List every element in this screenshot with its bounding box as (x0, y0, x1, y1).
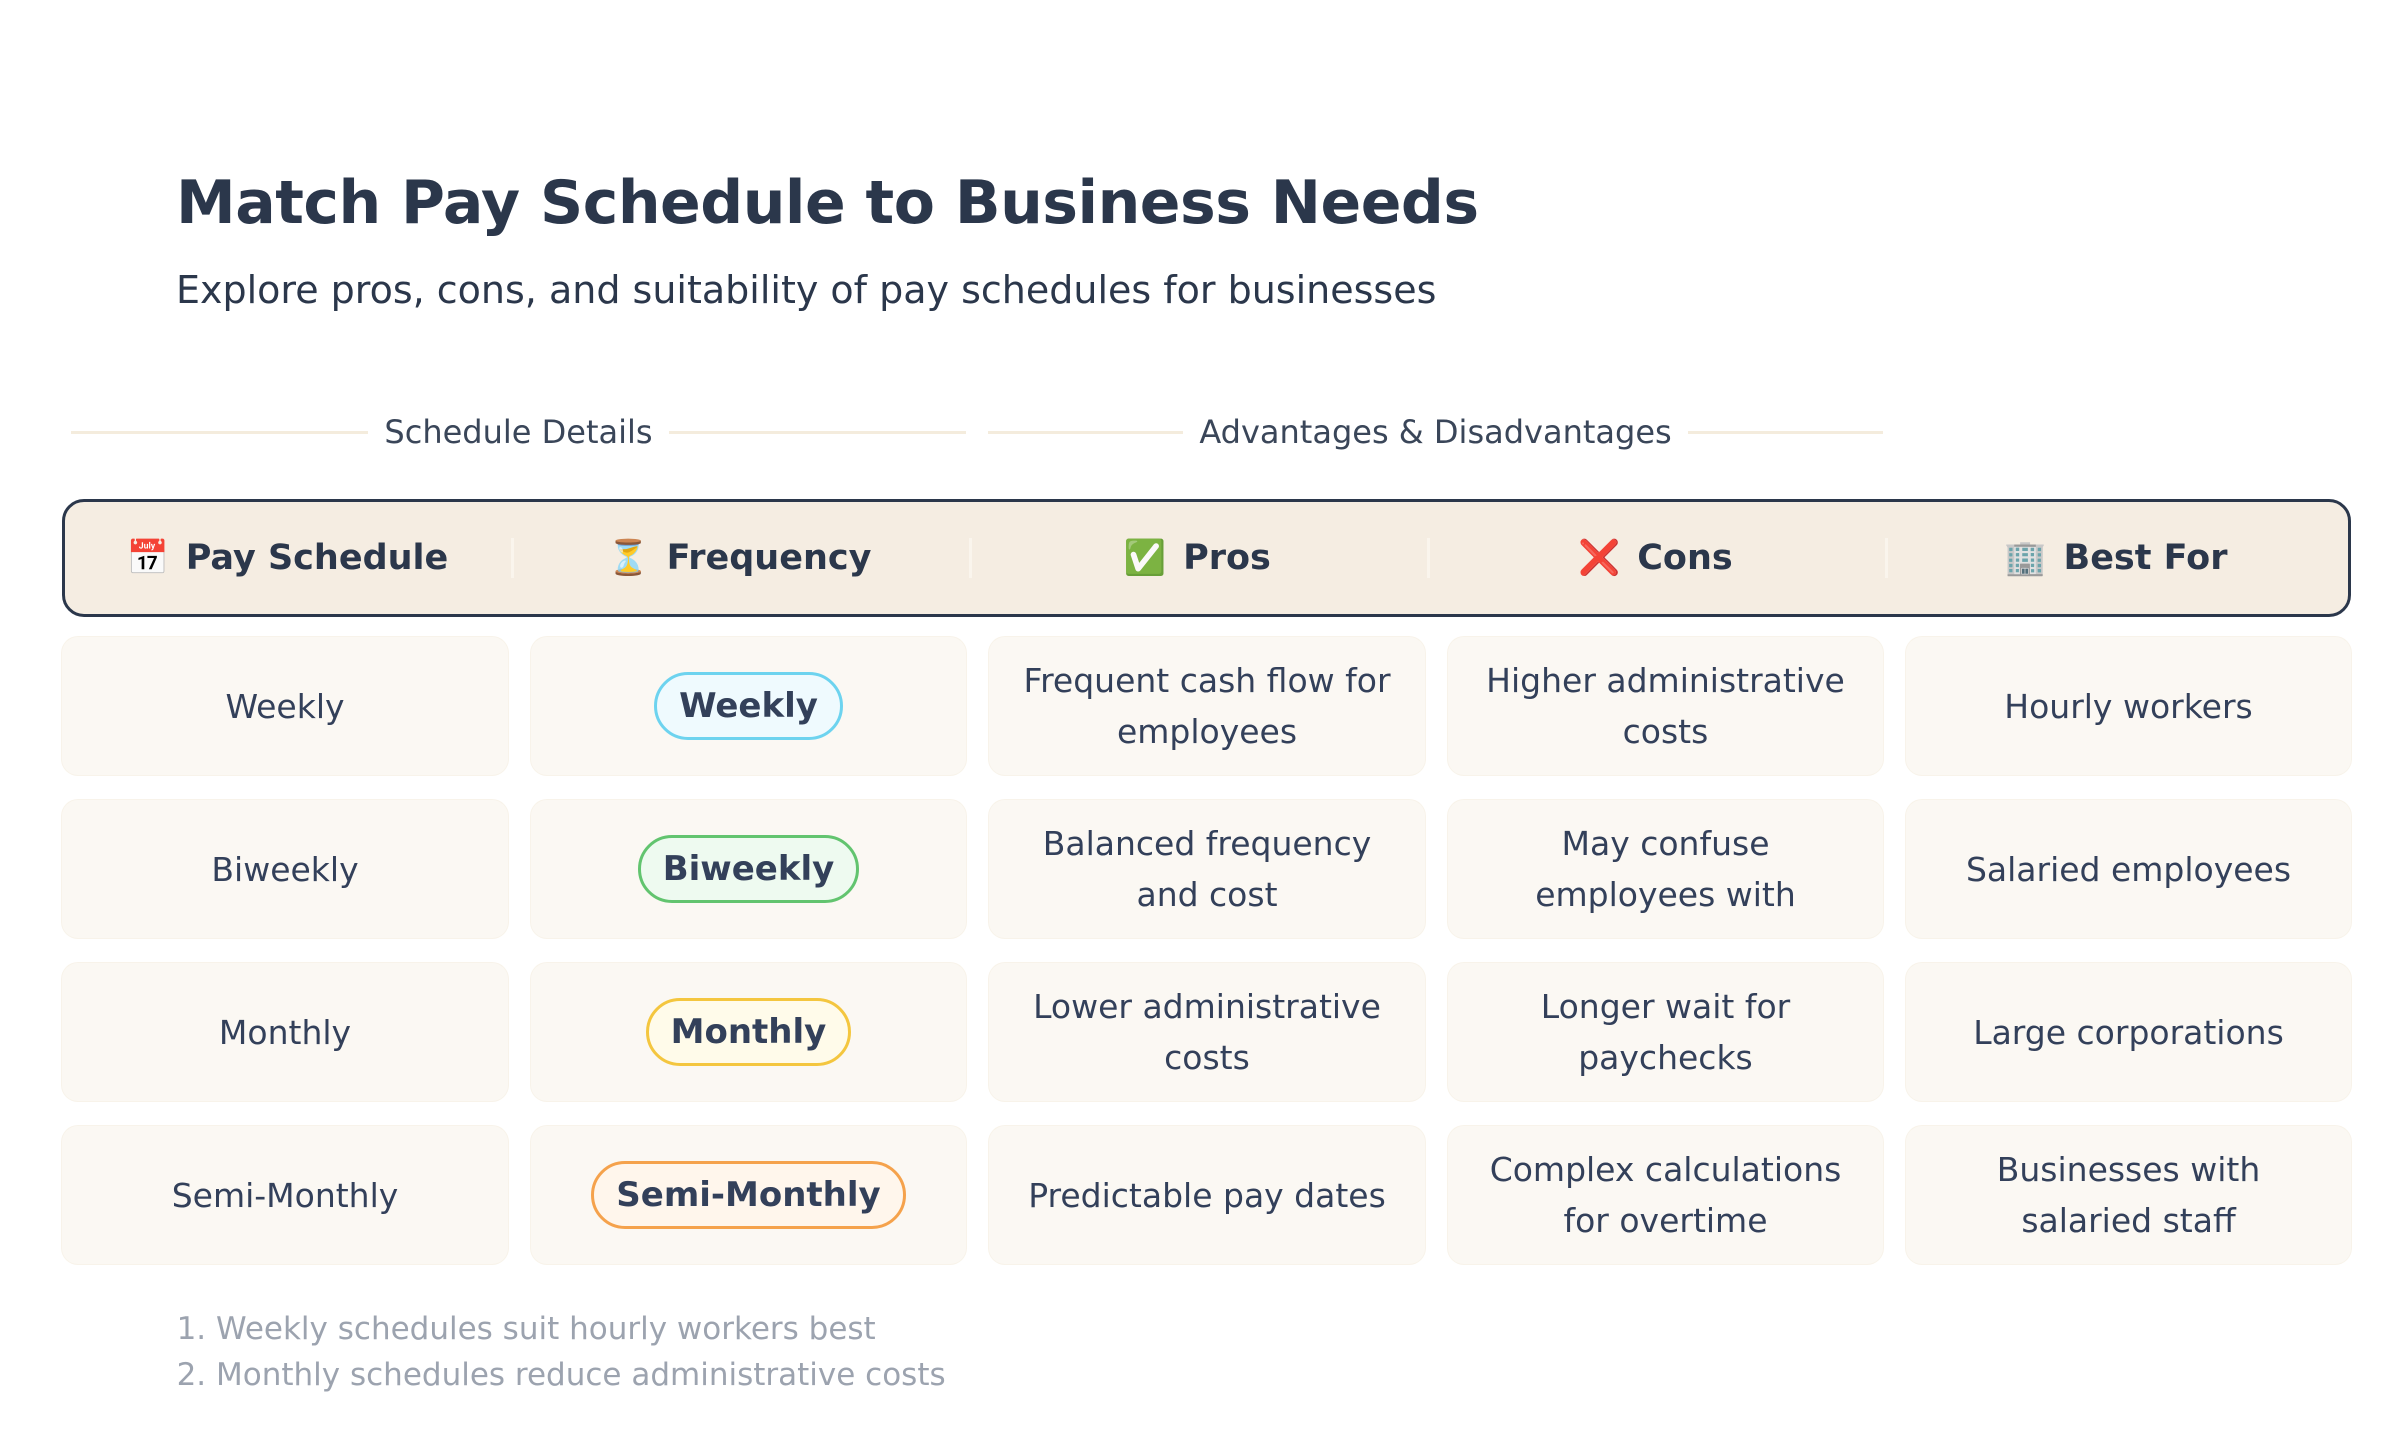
cell-cons: Higher administrative costs (1448, 637, 1883, 775)
page-title: Match Pay Schedule to Business Needs (176, 168, 1479, 238)
cell-pros: Frequent cash flow for employees (989, 637, 1425, 775)
cell-best-for: Businesses with salaried staff (1906, 1126, 2351, 1264)
table-row: Semi-Monthly Semi-Monthly Predictable pa… (62, 1126, 2351, 1264)
table-row: Monthly Monthly Lower administrative cos… (62, 963, 2351, 1101)
footnote-item: Weekly schedules suit hourly workers bes… (216, 1306, 946, 1352)
cell-best-for: Salaried employees (1906, 800, 2351, 938)
column-header-frequency: ⏳ Frequency (511, 502, 969, 614)
cell-pay-schedule: Biweekly (62, 800, 508, 938)
cell-frequency: Biweekly (531, 800, 966, 938)
frequency-badge: Biweekly (637, 835, 860, 903)
cell-frequency: Weekly (531, 637, 966, 775)
cross-mark-icon: ❌ (1578, 538, 1621, 578)
check-mark-icon: ✅ (1123, 538, 1167, 578)
column-header-pros: ✅ Pros (969, 502, 1427, 614)
table-row: Biweekly Biweekly Balanced frequency and… (62, 800, 2351, 938)
hourglass-icon: ⏳ (607, 538, 650, 578)
divider (71, 430, 369, 434)
cell-best-for: Hourly workers (1906, 637, 2351, 775)
frequency-badge: Monthly (645, 998, 852, 1066)
divider (1687, 430, 1883, 434)
column-header-cons: ❌ Cons (1427, 502, 1885, 614)
cell-cons: Complex calculations for overtime (1448, 1126, 1883, 1264)
cell-cons: May confuse employees with (1448, 800, 1883, 938)
group-header-schedule-details: Schedule Details (71, 410, 966, 454)
calendar-icon: 📅 (126, 538, 169, 578)
cell-pros: Lower administrative costs (989, 963, 1425, 1101)
cell-pay-schedule: Monthly (62, 963, 508, 1101)
cell-best-for: Large corporations (1906, 963, 2351, 1101)
table-body: Weekly Weekly Frequent cash flow for emp… (62, 637, 2351, 1289)
cell-frequency: Semi-Monthly (531, 1126, 966, 1264)
office-building-icon: 🏢 (2004, 538, 2047, 578)
group-label: Schedule Details (384, 413, 653, 451)
divider (668, 430, 966, 434)
group-header-advantages: Advantages & Disadvantages (988, 410, 1883, 454)
column-label: Frequency (666, 538, 872, 578)
frequency-badge: Weekly (654, 672, 843, 740)
frequency-badge: Semi-Monthly (591, 1161, 906, 1229)
footnotes: Weekly schedules suit hourly workers bes… (182, 1306, 946, 1398)
cell-cons: Longer wait for paychecks (1448, 963, 1883, 1101)
column-label: Cons (1637, 538, 1733, 578)
column-label: Pay Schedule (185, 538, 449, 578)
column-header-best-for: 🏢 Best For (1885, 502, 2348, 614)
table-header: 📅 Pay Schedule ⏳ Frequency ✅ Pros ❌ Cons 🏢 Best F… (62, 499, 2351, 617)
cell-pros: Balanced frequency and cost (989, 800, 1425, 938)
page-subtitle: Explore pros, cons, and suitability of p… (176, 268, 1437, 312)
column-label: Pros (1183, 538, 1271, 578)
footnote-item: Monthly schedules reduce administrative … (216, 1352, 946, 1398)
column-label: Best For (2063, 538, 2228, 578)
column-header-pay-schedule: 📅 Pay Schedule (65, 502, 511, 614)
cell-pay-schedule: Semi-Monthly (62, 1126, 508, 1264)
cell-frequency: Monthly (531, 963, 966, 1101)
group-label: Advantages & Disadvantages (1199, 413, 1672, 451)
cell-pay-schedule: Weekly (62, 637, 508, 775)
cell-pros: Predictable pay dates (989, 1126, 1425, 1264)
table-row: Weekly Weekly Frequent cash flow for emp… (62, 637, 2351, 775)
divider (988, 430, 1184, 434)
